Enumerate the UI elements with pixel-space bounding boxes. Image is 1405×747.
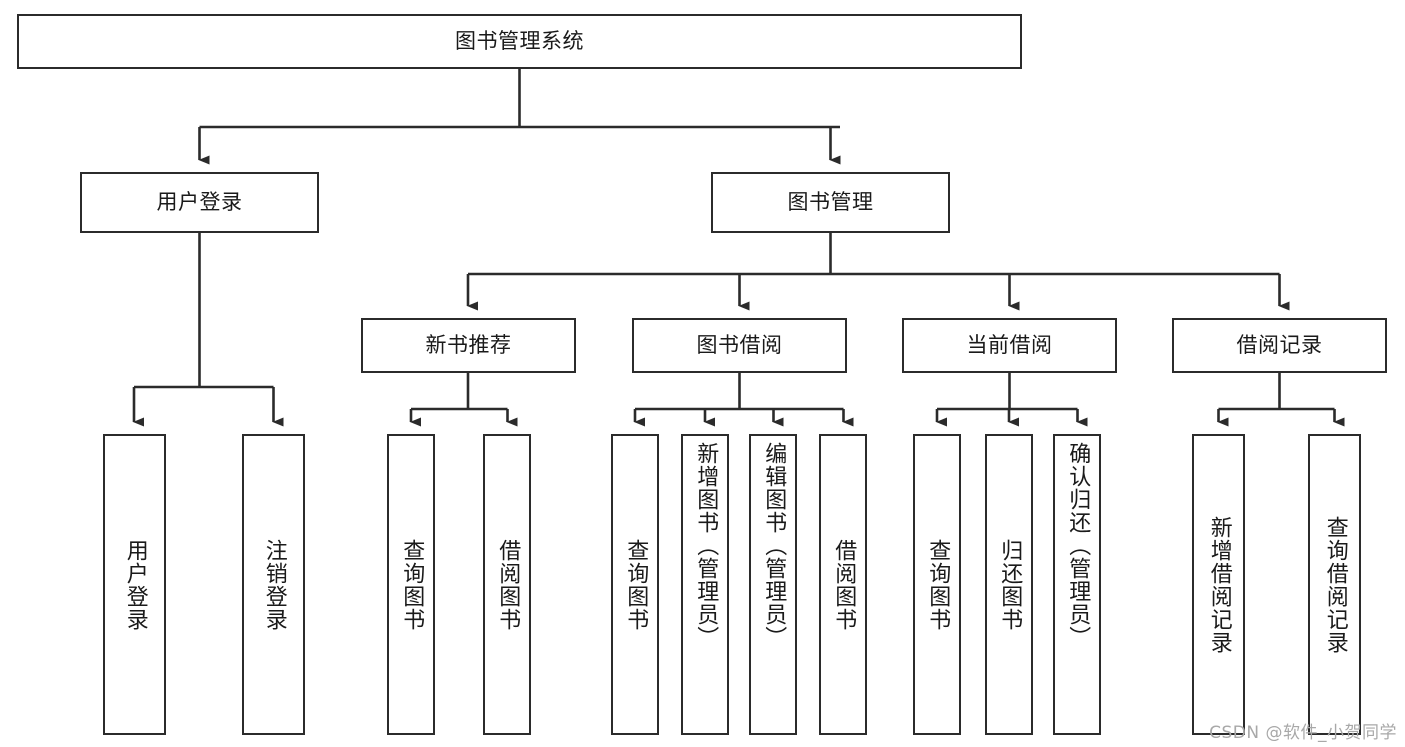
node-user-login[interactable]: 用户登录: [80, 172, 319, 233]
leaf-record-add-record[interactable]: 新增借阅记录: [1192, 434, 1245, 735]
node-root-label: 图书管理系统: [455, 28, 584, 53]
leaf-logout-label: 注销登录: [261, 538, 287, 631]
node-borrow-record[interactable]: 借阅记录: [1172, 318, 1387, 373]
leaf-borrow-add-book-label: 新增图书（管理员）: [693, 442, 719, 649]
leaf-current-return-book-label: 归还图书: [997, 538, 1023, 631]
leaf-logout[interactable]: 注销登录: [242, 434, 305, 735]
leaf-borrow-add-book[interactable]: 新增图书（管理员）: [681, 434, 729, 735]
node-book-borrow[interactable]: 图书借阅: [632, 318, 847, 373]
leaf-borrow-edit-book-label: 编辑图书（管理员）: [761, 442, 787, 649]
leaf-newbook-borrow-book[interactable]: 借阅图书: [483, 434, 531, 735]
node-new-book-recommend[interactable]: 新书推荐: [361, 318, 576, 373]
leaf-borrow-query-book-label: 查询图书: [623, 538, 649, 631]
node-book-management-label: 图书管理: [787, 189, 874, 214]
node-current-borrow[interactable]: 当前借阅: [902, 318, 1117, 373]
node-book-management[interactable]: 图书管理: [711, 172, 950, 233]
leaf-current-query-book[interactable]: 查询图书: [913, 434, 961, 735]
node-new-book-recommend-label: 新书推荐: [425, 332, 512, 357]
leaf-user-login[interactable]: 用户登录: [103, 434, 166, 735]
leaf-record-query-record-label: 查询借阅记录: [1322, 515, 1348, 654]
leaf-current-confirm-return-label: 确认归还（管理员）: [1065, 442, 1091, 649]
leaf-current-confirm-return[interactable]: 确认归还（管理员）: [1053, 434, 1101, 735]
leaf-newbook-query-book-label: 查询图书: [399, 538, 425, 631]
leaf-newbook-query-book[interactable]: 查询图书: [387, 434, 435, 735]
node-current-borrow-label: 当前借阅: [966, 332, 1053, 357]
leaf-borrow-query-book[interactable]: 查询图书: [611, 434, 659, 735]
node-borrow-record-label: 借阅记录: [1236, 332, 1323, 357]
node-book-borrow-label: 图书借阅: [696, 332, 783, 357]
leaf-record-add-record-label: 新增借阅记录: [1206, 515, 1232, 654]
leaf-borrow-borrow-book-label: 借阅图书: [831, 538, 857, 631]
leaf-record-query-record[interactable]: 查询借阅记录: [1308, 434, 1361, 735]
leaf-user-login-label: 用户登录: [122, 538, 148, 631]
node-root[interactable]: 图书管理系统: [17, 14, 1022, 69]
node-user-login-label: 用户登录: [156, 189, 243, 214]
leaf-current-query-book-label: 查询图书: [925, 538, 951, 631]
leaf-newbook-borrow-book-label: 借阅图书: [495, 538, 521, 631]
leaf-borrow-borrow-book[interactable]: 借阅图书: [819, 434, 867, 735]
leaf-current-return-book[interactable]: 归还图书: [985, 434, 1033, 735]
leaf-borrow-edit-book[interactable]: 编辑图书（管理员）: [749, 434, 797, 735]
